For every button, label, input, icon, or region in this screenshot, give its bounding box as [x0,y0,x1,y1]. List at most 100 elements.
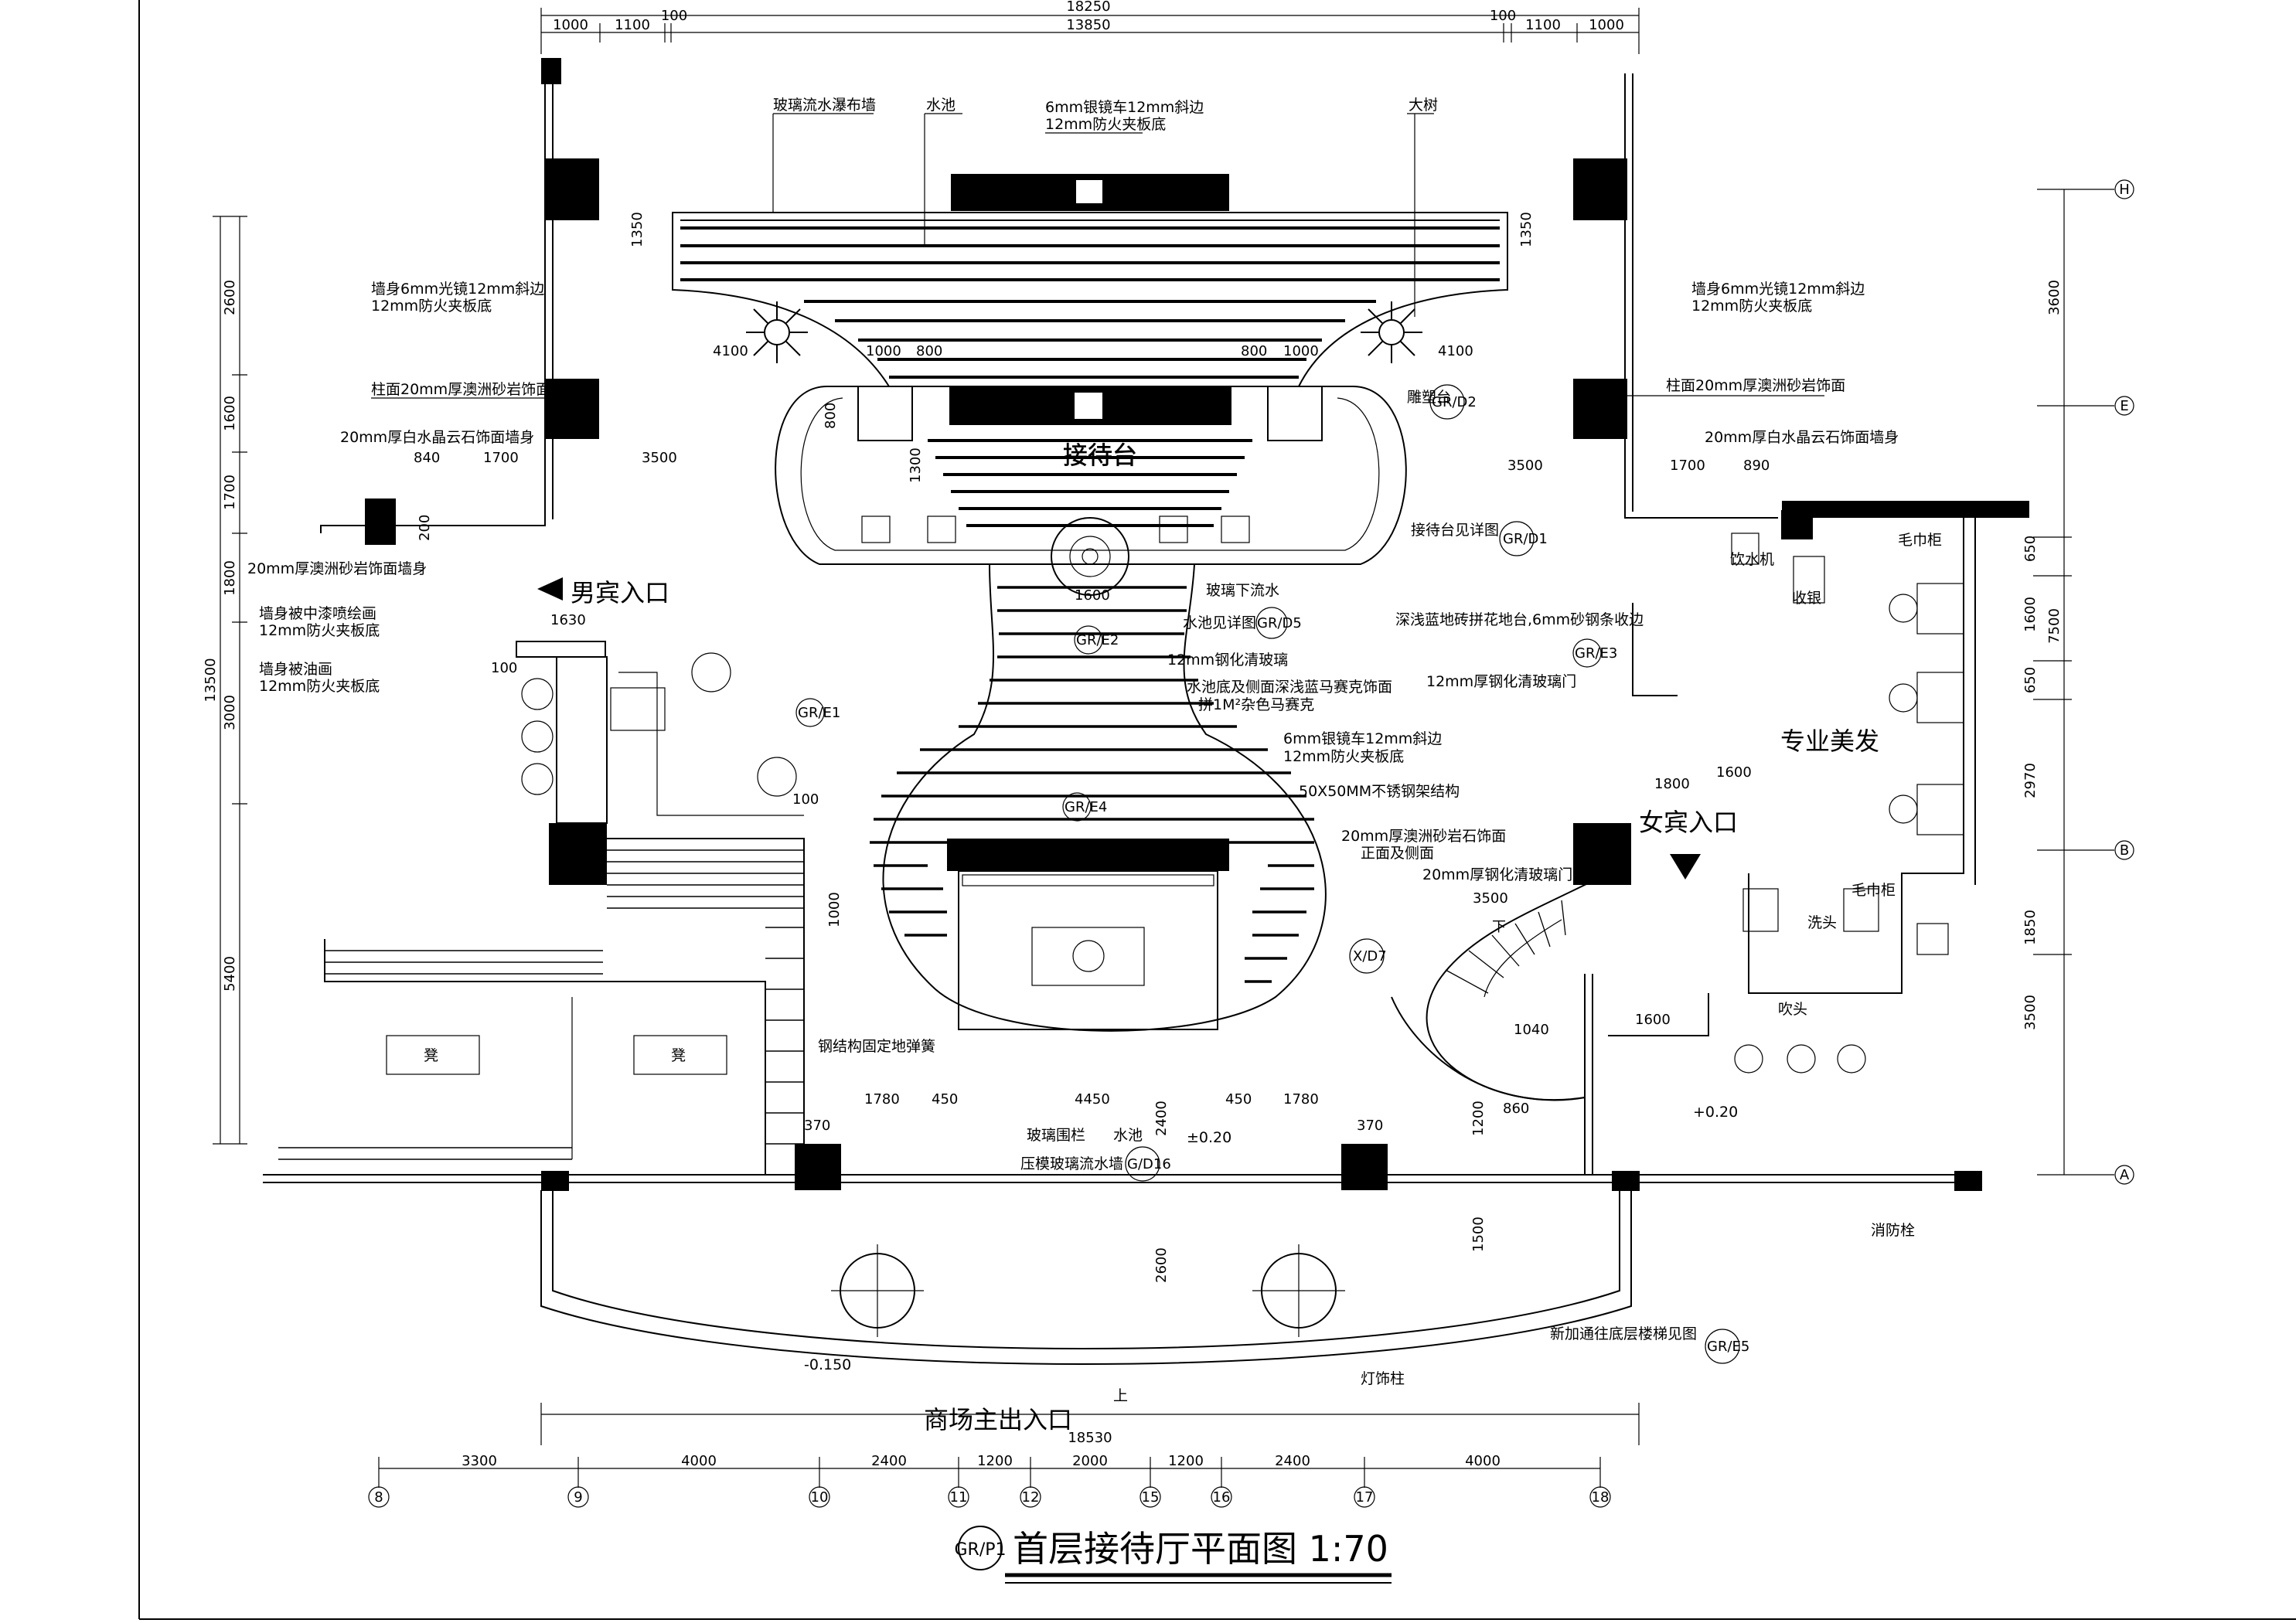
ref-sandstone: X/D7 [1353,948,1387,965]
dim-inner-28: 370 [1357,1118,1383,1134]
note-wall-mural-2: 12mm防火夹板底 [259,622,380,639]
note-glass-flow: 玻璃下流水 [1206,582,1279,599]
axis-bottom-18: 18 [1592,1489,1610,1506]
title-code: GR/P1 [954,1540,1006,1560]
dim-top-6: 1000 [1589,17,1624,33]
note-big-tree: 大树 [1409,97,1438,114]
lamp-post-label: 灯饰柱 [1361,1370,1405,1387]
column-top-right-2 [1573,158,1627,220]
note-sandstone-front-2: 正面及侧面 [1361,845,1434,862]
dim-inner-30: 2600 [1153,1247,1170,1283]
dim-right-upper: 3600 [2046,280,2063,315]
drawing-frame [138,0,2296,1620]
dim-right-3: 2970 [2022,763,2039,798]
note-pressed-glass: 压模玻璃流水墙 [1020,1155,1123,1172]
left-dimension-chain: 13500 2600 1600 1700 1800 3000 5400 [203,216,247,1145]
cashier-label: 收银 [1792,590,1821,607]
dim-inner-8: 840 [414,450,440,466]
stool-left-label: 凳 [424,1047,438,1064]
dim-top-3: 13850 [1066,17,1110,33]
axis-bottom-16: 16 [1213,1489,1231,1506]
dim-left-3: 1800 [222,560,238,596]
dim-top-4: 100 [1490,8,1516,24]
male-entrance-label: 男宾入口 [571,578,669,607]
note-glass-rail: 玻璃围栏 [1027,1127,1085,1144]
note-desk-detail: 接待台见详图 [1411,522,1499,539]
note-pool-top: 水池 [926,97,956,114]
salon-corner [1782,501,1813,539]
note-wall-paint-1: 墙身被油画 [259,661,332,678]
note-mirror-top-2: 12mm防火夹板底 [1045,116,1166,133]
dim-inner-31: 1500 [1470,1216,1487,1252]
dim-inner-22: 1780 [864,1091,900,1108]
note-pool-detail: 水池见详图 [1183,614,1256,631]
dim-inner-29: 2400 [1153,1101,1170,1136]
female-entrance-label: 女宾入口 [1639,808,1738,837]
dim-inner-27: 370 [804,1118,830,1134]
dim-left-2: 1700 [222,475,238,510]
waterfall-pool [672,212,1508,387]
reception-desk-label: 接待台 [1063,441,1137,470]
dim-inner-0: 4100 [713,343,748,359]
ref-e1: GR/E1 [798,705,840,721]
note-tempered-glass: 12mm钢化清玻璃 [1167,652,1288,669]
dim-inner-35: 1000 [826,892,843,927]
dim-top-0: 1000 [553,17,588,33]
note-crystal-right: 20mm厚白水晶云石饰面墙身 [1705,429,1899,446]
note-carving-table: 雕塑台 [1407,389,1451,406]
towel-cabinet-bottom: 毛巾柜 [1851,882,1896,899]
hair-salon-label: 专业美发 [1780,726,1879,756]
dim-inner-34: 860 [1503,1101,1529,1117]
ref-e2: GR/E2 [1076,632,1119,648]
column-bottom-1 [541,1171,569,1191]
main-exit-label: 商场主出入口 [924,1405,1072,1434]
dim-inner-13: 890 [1743,458,1770,474]
dim-inner-12: 1700 [1670,458,1705,474]
dim-top-5: 1100 [1525,17,1561,33]
dim-inner-36: 800 [823,403,839,429]
dim-top-1: 1100 [615,17,650,33]
dim-inner-37: 200 [417,515,433,541]
towel-cabinet-top: 毛巾柜 [1898,532,1942,549]
axis-bottom-12: 12 [1022,1489,1040,1506]
dim-right-4: 1850 [2022,910,2039,945]
axis-bottom-9: 9 [574,1489,582,1506]
axis-bottom-15: 15 [1142,1489,1160,1506]
dim-inner-38: 1600 [1716,764,1752,781]
tree-right [1361,301,1422,363]
note-wall-mural-1: 墙身被中漆喷绘画 [259,605,376,622]
ref-e3: GR/E3 [1575,645,1617,662]
note-mirror-mid-2: 12mm防火夹板底 [1283,748,1404,765]
central-pool [870,563,1327,1032]
annotations: 玻璃流水瀑布墙 水池 6mm银镜车12mm斜边 12mm防火夹板底 大树 墙身6… [247,97,1915,1364]
outer-walls [263,58,2029,1191]
dim-inner-15: 1600 [1075,587,1110,604]
note-pool-bottom-1: 水池底及侧面深浅蓝马赛克饰面 [1187,679,1392,696]
entrance-labels: 男宾入口 女宾入口 [537,577,1738,880]
note-glass-door-right: 12mm厚钢化清玻璃门 [1426,673,1576,690]
column-lower-right [1573,823,1631,885]
elev-2: ±0.20 [1187,1129,1231,1146]
bottom-dimension-chain: 18530 3300 4000 2400 1200 2000 1200 2400… [368,1403,1640,1508]
dim-right-0: 650 [2022,536,2039,562]
axis-bottom-8: 8 [374,1489,383,1506]
dim-inner-26: 1780 [1283,1091,1319,1108]
note-pool-bottom-2: 拼1M²杂色马赛克 [1198,696,1314,713]
dim-inner-33: 1040 [1514,1022,1549,1038]
dim-bottom-total: 18530 [1068,1430,1112,1446]
column-top-left-2 [545,158,599,220]
column-bottom-2 [795,1144,841,1190]
top-dimension-chain: 18250 1000 1100 100 13850 100 1100 1000 [540,0,1640,54]
dim-inner-32: 1200 [1470,1101,1487,1136]
dim-inner-20: 3500 [1473,890,1508,907]
note-steel-frame: 50X50MM不锈钢架结构 [1299,783,1460,800]
reception-desk: 接待台 [775,386,1407,596]
salon-wall-top [1782,501,2029,518]
elev-3: -0.150 [804,1356,851,1373]
dim-bottom-2: 2400 [871,1453,907,1469]
title-text: 首层接待厅平面图 1:70 [1013,1528,1388,1570]
dim-inner-4: 1000 [1283,343,1319,359]
column-top-left-1 [541,58,561,84]
axis-right-E: E [2120,398,2128,414]
stair-up-label: 上 [1113,1387,1128,1404]
